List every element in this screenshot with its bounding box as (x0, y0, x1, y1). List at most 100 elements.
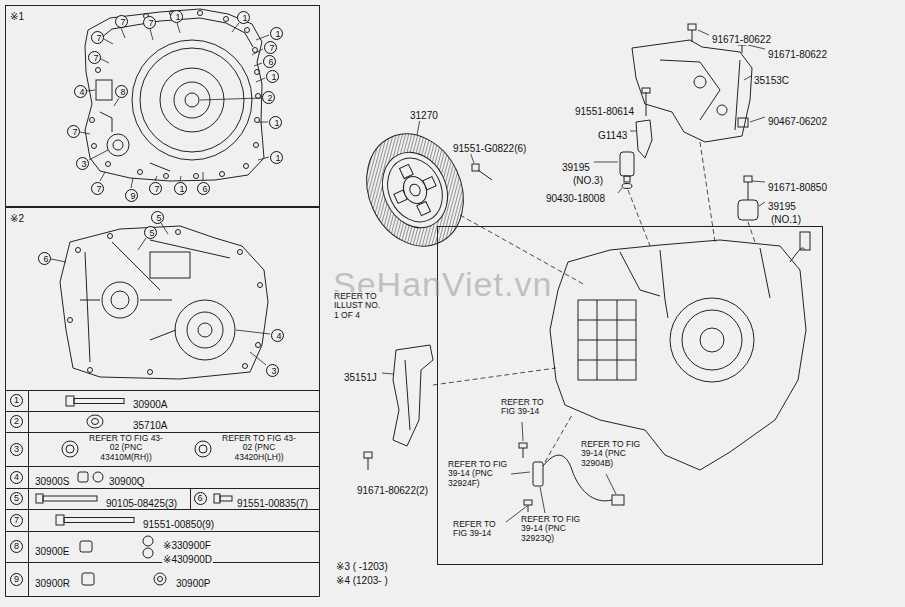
callout-number: 8 (10, 540, 23, 553)
callout-digit: 2 (267, 94, 272, 103)
callout-digit: 1 (242, 14, 247, 23)
bolts-and-brackets-part (748, 182, 749, 200)
label-anchor: REFER TO FIG 39-14 (PNC 32923Q) (520, 515, 582, 543)
label-anchor: 91551-G0822(6) (452, 138, 527, 156)
part-number: 30900E (34, 546, 70, 557)
transmission-assembly (519, 232, 810, 512)
part-number: 91551-00850(9) (142, 519, 215, 530)
frame-lines-part (6, 390, 320, 597)
transmission-assembly-part (523, 448, 524, 458)
callout-number: 3 (76, 157, 89, 170)
callout-digit: 3 (271, 367, 276, 376)
case-front-view-part (185, 93, 199, 107)
part-number: 30900A (132, 399, 168, 410)
callout-digit: 9 (14, 575, 19, 584)
label-anchor: 91551-00835(7) (236, 493, 309, 511)
callout-digit: 9 (130, 192, 135, 201)
part-number: G1143 (597, 130, 628, 141)
callout-digit: 8 (14, 542, 19, 551)
bolts-and-brackets-part (620, 152, 634, 176)
callout-digit: 5 (149, 229, 154, 238)
table-part-icons-part (154, 573, 166, 585)
callout-digit: 1 (275, 30, 280, 39)
callout-digit: 1 (271, 73, 276, 82)
callout-number: 4 (10, 471, 23, 484)
table-part-icons-part (220, 496, 232, 501)
case-front-view-part (254, 143, 259, 148)
table-part-icons-part (199, 445, 207, 453)
label-anchor: 39195 (767, 196, 797, 214)
table-part-icons-part (143, 548, 153, 558)
bolts-and-brackets-part (692, 30, 693, 42)
table-part-icons-part (82, 573, 94, 585)
transmission-assembly-part (578, 300, 636, 380)
callout-number: 1 (10, 394, 23, 407)
bolts-and-brackets-part (742, 45, 743, 53)
part-number: 35151J (343, 372, 378, 383)
callout-number: 4 (271, 329, 284, 342)
bolts-and-brackets-part (636, 120, 652, 158)
label-anchor: 30900R (34, 573, 71, 591)
table-part-icons-part (66, 445, 74, 453)
callout-number: 7 (88, 51, 101, 64)
case-front-view-part (164, 174, 169, 179)
label-anchor: ※3 ( -1203) (335, 556, 389, 574)
callout-digit: 5 (14, 494, 19, 503)
part-number: 91551-80614 (574, 106, 635, 117)
callout-digit: 4 (14, 473, 19, 482)
part-number: ※430900D (162, 554, 213, 565)
part-number: 39195 (561, 162, 591, 173)
case-front-view (85, 9, 264, 181)
bolts-and-brackets-part (632, 40, 752, 142)
callout-digit: 7 (14, 516, 19, 525)
bolts-and-brackets-part (478, 170, 492, 180)
callout-number: 7 (143, 16, 156, 29)
case-front-view-part (220, 172, 225, 177)
part-number: 90430-18008 (545, 193, 606, 204)
transmission-assembly-part (620, 248, 770, 318)
case-side-view-part (102, 282, 138, 318)
label-anchor: (NO.3) (572, 170, 604, 188)
case-front-view-part (255, 70, 260, 75)
bolts-and-brackets-part (393, 345, 433, 446)
callout-digit: 1 (274, 119, 279, 128)
callout-digit: 7 (269, 44, 274, 53)
callout-number: 5 (10, 492, 23, 505)
bolts-and-brackets-part (738, 200, 758, 220)
table-part-icons-part (92, 419, 99, 425)
case-side-view-part (68, 318, 73, 323)
bolts-and-brackets-part (717, 105, 727, 115)
case-side-view-part (80, 240, 230, 362)
callout-digit: 4 (276, 332, 281, 341)
leader-lines-part (506, 422, 616, 522)
label-anchor: 91671-80850 (767, 177, 828, 195)
transmission-assembly-part (800, 232, 810, 250)
reference-note: REFER TO FIG 39-14 (PNC 32904B) (580, 440, 642, 468)
part-number: 90105-08425(3) (105, 498, 178, 509)
table-part-icons-part (64, 518, 134, 523)
part-number: 91671-80850 (767, 182, 828, 193)
callout-number: 7 (67, 125, 80, 138)
clutch-disc-part (399, 173, 431, 208)
case-front-view-part (90, 118, 95, 123)
transmission-assembly-part (670, 298, 754, 382)
table-part-icons-part (195, 441, 211, 457)
label-anchor: REFER TO ILLUST NO. 1 OF 4 (333, 292, 383, 320)
case-side-view-part (187, 312, 223, 348)
case-side-view-part (60, 226, 268, 379)
callout-number: 3 (266, 364, 279, 377)
part-number: 90467-06202 (767, 116, 828, 127)
table-part-icons-part (74, 399, 124, 404)
table-part-icons-part (158, 577, 163, 582)
table-part-icons-part (80, 541, 92, 552)
part-number: 39195 (767, 201, 797, 212)
callout-number: 5 (151, 211, 164, 224)
label-anchor: G1143 (597, 125, 628, 143)
callout-digit: 7 (148, 19, 153, 28)
part-number: 31270 (409, 110, 439, 121)
case-front-view-part (140, 48, 244, 152)
callout-number: 6 (38, 252, 51, 265)
callout-number: 1 (174, 182, 187, 195)
callout-number: 7 (115, 15, 128, 28)
